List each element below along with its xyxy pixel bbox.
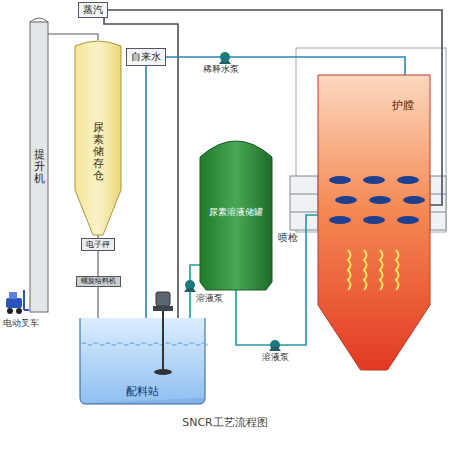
batching-station: 配料站 [80, 318, 205, 404]
shape-part [329, 216, 351, 224]
pipe-connector [97, 251, 99, 276]
caption: SNCR工艺流程图 [0, 416, 450, 429]
shape-part [396, 250, 399, 290]
pipe-connector [48, 34, 98, 40]
shape-part [75, 41, 121, 235]
forklift-wheel [16, 308, 22, 314]
pump-base [184, 288, 196, 292]
pump-body [270, 340, 280, 350]
shape-part [154, 369, 172, 375]
forklift-icon [6, 290, 29, 314]
shape-part [30, 22, 48, 312]
shape-part [397, 216, 419, 224]
nozzle-frame [430, 212, 446, 213]
shape-part [30, 18, 48, 22]
shape-part [80, 318, 205, 404]
furnace: 护膛 [318, 75, 430, 370]
shape-part [397, 176, 419, 184]
node-label: 自来水 [131, 51, 161, 63]
part-label: 电动叉车 [3, 318, 39, 329]
node-label: 电子秤 [86, 240, 110, 250]
shape-part [162, 318, 164, 370]
urea-silo: 尿素储存仓 [75, 40, 121, 235]
pipe-connector [145, 66, 147, 318]
node-label: 蒸汽 [83, 4, 103, 16]
part-label: 喷枪 [278, 232, 298, 244]
elevator: 提升机 [30, 22, 48, 312]
shape-part [200, 141, 272, 290]
pump-symbol [219, 52, 231, 64]
shape-part [363, 216, 385, 224]
nozzle-frame [290, 212, 318, 213]
water-box: 自来水 [126, 48, 166, 66]
nozzle-frame [430, 176, 446, 230]
node-label: 护膛 [392, 99, 414, 112]
agitator-shaft [162, 311, 164, 318]
node-label: 配料站 [126, 385, 159, 398]
shape-part [363, 176, 385, 184]
shape-part [81, 342, 208, 403]
node-label: 提升机 [34, 149, 45, 185]
forklift-cab [9, 292, 17, 299]
pump-symbol [269, 340, 281, 351]
nozzle-frame [290, 176, 318, 230]
screw-feeder: 螺旋给料机 [76, 276, 121, 287]
node-label: 螺旋给料机 [81, 277, 116, 285]
shape-part [329, 176, 351, 184]
forklift-wheel [7, 308, 13, 314]
shape-part [335, 196, 357, 204]
shape-part [364, 250, 367, 290]
forklift-fork [24, 309, 29, 311]
shape-part [380, 250, 383, 290]
shape-part [318, 75, 430, 370]
shape-part [403, 196, 425, 204]
shape-part [369, 196, 391, 204]
steam-box: 蒸汽 [78, 2, 108, 18]
solution-tank: 尿素溶液储罐 [200, 135, 272, 290]
part-label: 溶液泵 [196, 293, 223, 304]
shape-part [348, 250, 351, 290]
furnace-shape [318, 75, 430, 370]
pump-base [269, 347, 281, 351]
nozzle-frame [290, 194, 318, 195]
pipe-connector [166, 57, 405, 75]
agitator-motor [156, 292, 170, 306]
forklift-body [6, 298, 22, 308]
forklift-mast [23, 290, 25, 310]
node-label: 尿素储存仓 [93, 122, 104, 182]
pump-body [220, 52, 230, 62]
part-label: 溶液泵 [262, 352, 289, 363]
pump-symbol [184, 280, 196, 292]
part-label: 稀释水泵 [203, 64, 239, 75]
agitator-mount [153, 306, 173, 311]
node-label: 尿素溶液储罐 [209, 207, 263, 218]
scale-box: 电子秤 [81, 238, 115, 251]
pipe-connector [97, 287, 99, 318]
nozzle-frame [430, 194, 446, 195]
